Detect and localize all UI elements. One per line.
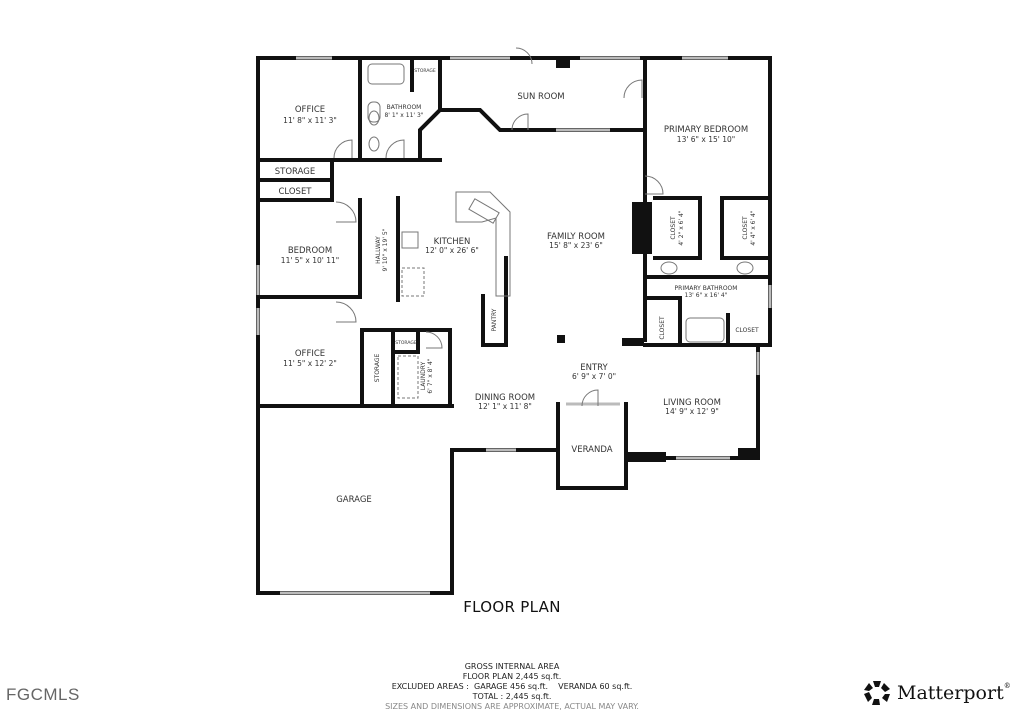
room-closet-right: CLOSET: [742, 216, 749, 240]
registered-mark: ®: [1003, 682, 1011, 690]
room-closet-left: CLOSET: [670, 216, 677, 240]
matterport-wordmark: Matterport®: [897, 682, 1011, 704]
room-family-room-dims: 15' 8" x 23' 6": [549, 241, 603, 250]
disclaimer: SIZES AND DIMENSIONS ARE APPROXIMATE, AC…: [385, 702, 639, 711]
room-family-room: FAMILY ROOM: [547, 232, 605, 242]
floor-plan-area: FLOOR PLAN 2,445 sq.ft.: [462, 672, 562, 681]
room-sun-room: SUN ROOM: [517, 92, 564, 102]
windows: [256, 56, 772, 595]
room-closet-hall: CLOSET: [278, 187, 312, 197]
matterport-brand: Matterport®: [863, 680, 1011, 706]
room-garage: GARAGE: [336, 495, 372, 505]
room-hallway-dims: 9' 10" x 19' 5": [382, 228, 389, 271]
room-dining-room: DINING ROOM: [475, 393, 535, 403]
room-hallway: HALLWAY: [375, 236, 382, 264]
room-closet-pb-right: CLOSET: [735, 327, 759, 334]
room-bathroom-dims: 8' 1" x 11' 3": [384, 112, 423, 119]
room-office-1: OFFICE: [295, 105, 325, 115]
room-laundry: LAUNDRY: [420, 361, 427, 390]
room-primary-bathroom: PRIMARY BATHROOM: [675, 285, 738, 292]
room-laundry-dims: 6' 7" x 8' 4": [427, 358, 434, 394]
room-office-2: OFFICE: [295, 349, 325, 359]
room-closet-left-dims: 4' 2" x 6' 4": [678, 210, 685, 246]
room-closet-pb-left: CLOSET: [659, 316, 666, 340]
room-kitchen-dims: 12' 0" x 26' 6": [425, 246, 479, 255]
room-bedroom: BEDROOM: [288, 246, 332, 256]
mls-watermark: FGCMLS: [6, 685, 80, 704]
room-bathroom: BATHROOM: [387, 104, 422, 111]
room-storage-small: STORAGE: [395, 340, 417, 346]
walls: [256, 56, 772, 595]
excluded-areas: EXCLUDED AREAS : GARAGE 456 sq.ft. VERAN…: [391, 682, 633, 691]
room-living-room-dims: 14' 9" x 12' 9": [665, 407, 719, 416]
room-bedroom-dims: 11' 5" x 10' 11": [281, 256, 339, 265]
matterport-logo-icon: [864, 681, 890, 705]
brand-name: Matterport: [897, 682, 1004, 704]
room-storage-hall: STORAGE: [275, 167, 315, 177]
floor-plan-title: FLOOR PLAN: [463, 598, 561, 616]
room-labels: OFFICE 11' 8" x 11' 3" BATHROOM 8' 1" x …: [275, 68, 759, 505]
room-dining-room-dims: 12' 1" x 11' 8": [478, 402, 532, 411]
total-area: TOTAL : 2,445 sq.ft.: [472, 692, 552, 701]
room-living-room: LIVING ROOM: [663, 398, 721, 408]
room-closet-right-dims: 4' 4" x 6' 4": [750, 210, 757, 246]
room-entry-dims: 6' 9" x 7' 0": [572, 372, 616, 381]
room-primary-bathroom-dims: 13' 6" x 16' 4": [685, 292, 728, 299]
room-entry: ENTRY: [580, 363, 608, 373]
room-kitchen: KITCHEN: [434, 237, 471, 247]
room-veranda: VERANDA: [571, 445, 612, 455]
room-storage-top: STORAGE: [414, 68, 436, 74]
gross-area-heading: GROSS INTERNAL AREA: [464, 662, 560, 671]
room-office-2-dims: 11' 5" x 12' 2": [283, 359, 337, 368]
fireplace-blocks: [556, 56, 760, 462]
room-office-1-dims: 11' 8" x 11' 3": [283, 116, 337, 125]
room-pantry: PANTRY: [491, 308, 498, 331]
room-storage-low: STORAGE: [374, 354, 381, 383]
room-primary-bedroom: PRIMARY BEDROOM: [664, 125, 748, 135]
area-summary: GROSS INTERNAL AREA FLOOR PLAN 2,445 sq.…: [0, 662, 1024, 712]
room-primary-bedroom-dims: 13' 6" x 15' 10": [677, 135, 735, 144]
fixtures: [333, 47, 754, 407]
